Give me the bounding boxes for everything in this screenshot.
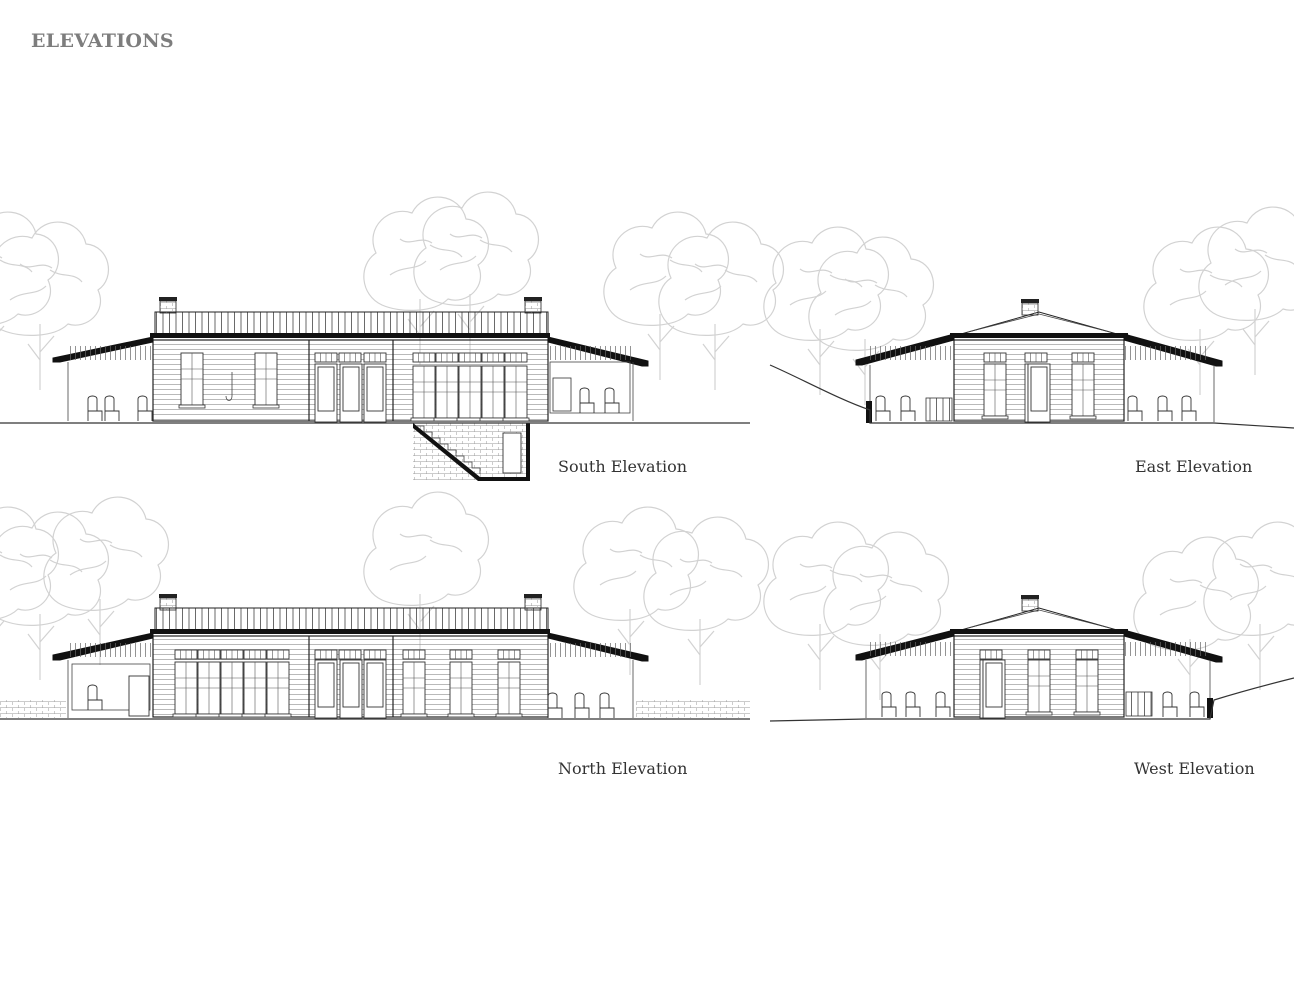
east-elevation-label: East Elevation	[1135, 457, 1253, 476]
north-elevation-label: North Elevation	[558, 759, 688, 778]
south-elevation-label: South Elevation	[558, 457, 688, 476]
north-elevation-drawing	[0, 491, 770, 720]
west-elevation-label: West Elevation	[1134, 759, 1255, 778]
page-title: ELEVATIONS	[31, 30, 174, 52]
south-elevation-drawing	[0, 191, 785, 481]
east-elevation-drawing	[763, 206, 1294, 429]
west-elevation-drawing	[763, 521, 1294, 722]
